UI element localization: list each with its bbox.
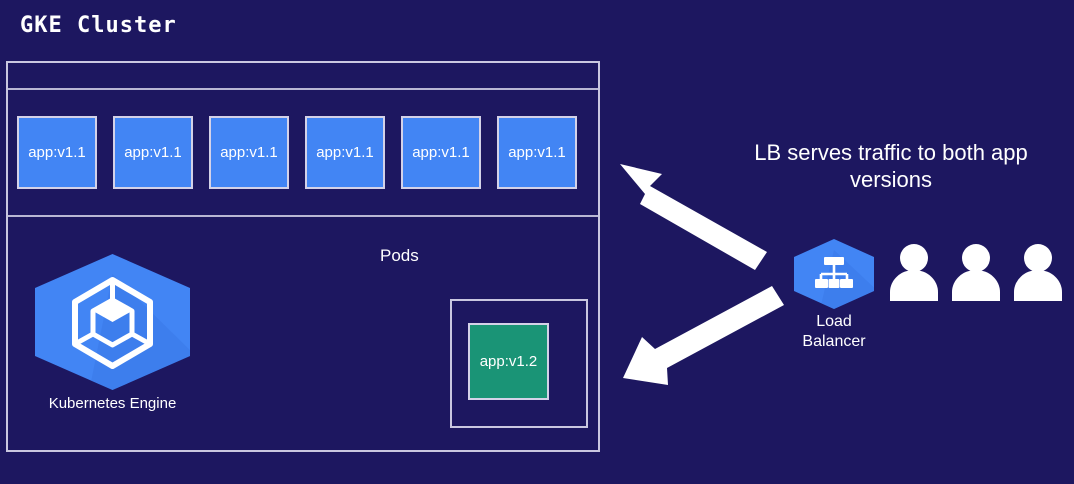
pod-app-v11-6[interactable]: app:v1.1 <box>497 116 577 189</box>
users-group <box>888 243 1068 303</box>
user-icon-1 <box>890 244 938 301</box>
pods-label: Pods <box>380 246 419 265</box>
load-balancer-icon <box>794 239 874 309</box>
pod-app-v11-1[interactable]: app:v1.1 <box>17 116 97 189</box>
pod-app-v11-2[interactable]: app:v1.1 <box>113 116 193 189</box>
page-title: GKE Cluster <box>20 13 177 38</box>
lb-caption: LB serves traffic to both app versions <box>726 139 1056 193</box>
user-icon-3 <box>1014 244 1062 301</box>
user-icon-2 <box>952 244 1000 301</box>
load-balancer-label-line1: Load <box>816 313 852 330</box>
load-balancer-label: Load Balancer <box>774 312 894 352</box>
lb-caption-line1: LB serves traffic to both app <box>754 140 1028 165</box>
gke-cluster-box <box>6 61 600 452</box>
kubernetes-engine-node[interactable]: Kubernetes Engine <box>25 252 200 417</box>
load-balancer-label-line2: Balancer <box>802 333 866 350</box>
kubernetes-engine-icon <box>35 254 190 390</box>
pod-v12-container <box>450 299 588 428</box>
pods-row-container <box>8 90 598 217</box>
arrow-to-v12-pod <box>623 286 784 385</box>
pod-app-v12[interactable]: app:v1.2 <box>468 323 549 400</box>
cluster-header-strip <box>8 63 598 90</box>
pod-app-v11-5[interactable]: app:v1.1 <box>401 116 481 189</box>
load-balancer-node[interactable]: Load Balancer <box>789 238 879 358</box>
kubernetes-engine-label: Kubernetes Engine <box>48 395 177 412</box>
pod-app-v11-4[interactable]: app:v1.1 <box>305 116 385 189</box>
pod-app-v11-3[interactable]: app:v1.1 <box>209 116 289 189</box>
lb-caption-line2: versions <box>850 167 932 192</box>
